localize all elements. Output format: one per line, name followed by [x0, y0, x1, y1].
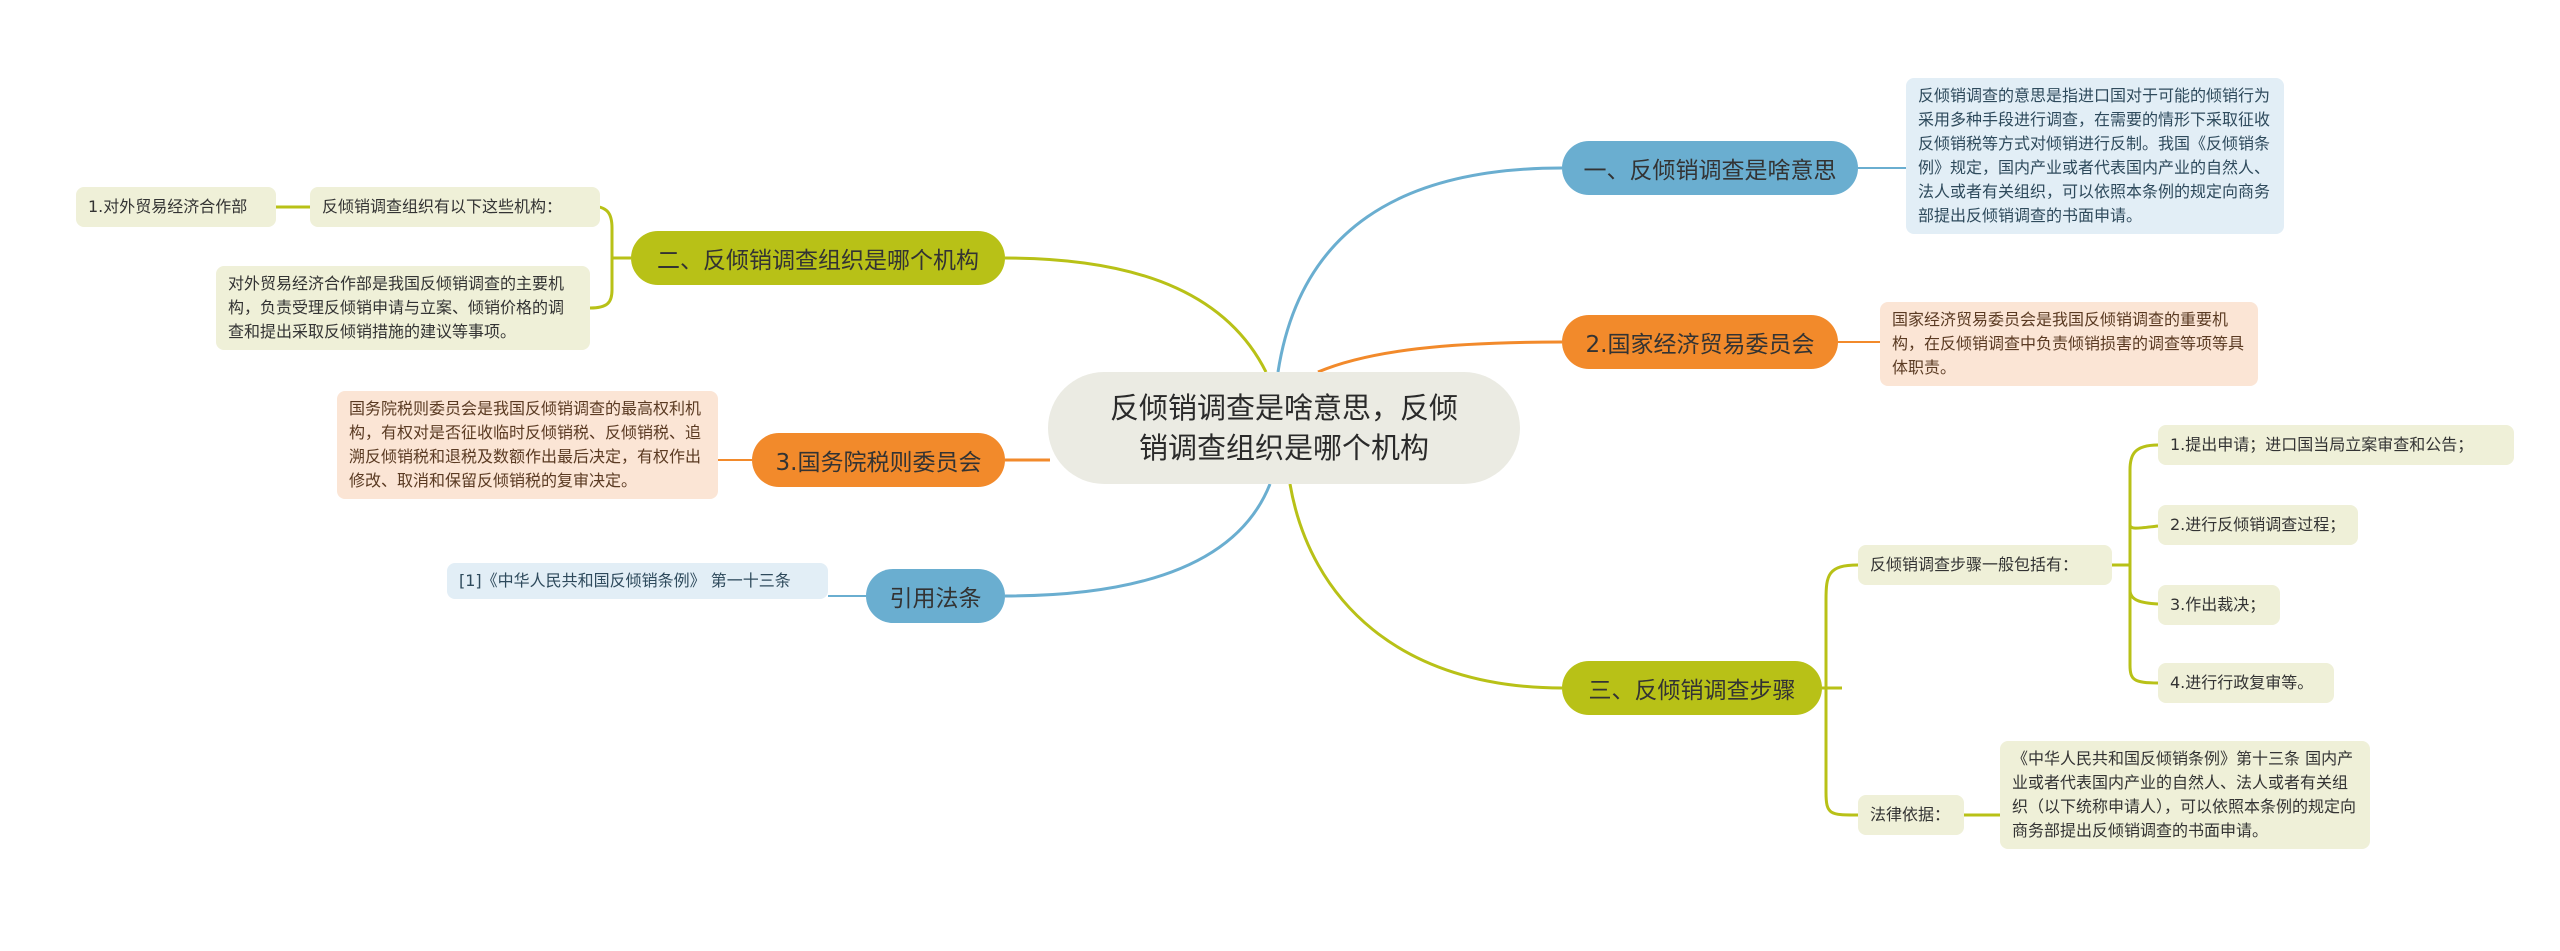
tariff-commission-detail-text: 国务院税则委员会是我国反倾销调查的最高权利机构，有权对是否征收临时反倾销税、反倾… [349, 399, 702, 490]
legal-basis-label[interactable]: 法律依据： [1858, 795, 1964, 835]
topic-investigation-steps-label: 三、反倾销调查步骤 [1588, 678, 1796, 704]
central-topic-text: 反倾销调查是啥意思，反倾销调查组织是哪个机构 [1109, 391, 1458, 465]
step-item[interactable]: 3.作出裁决； [2158, 585, 2280, 625]
cited-law-detail[interactable]: [1]《中华人民共和国反倾销条例》 第一十三条 [447, 563, 828, 599]
topic-meaning[interactable]: 一、反倾销调查是啥意思 [1562, 141, 1858, 195]
organizations-intro[interactable]: 反倾销调查组织有以下这些机构： [310, 187, 600, 227]
organizations-intro-text: 反倾销调查组织有以下这些机构： [322, 197, 563, 216]
topic-tariff-commission[interactable]: 3.国务院税则委员会 [752, 433, 1005, 487]
economic-trade-commission-detail-text: 国家经济贸易委员会是我国反倾销调查的重要机构，在反倾销调查中负责倾销损害的调查等… [1892, 310, 2245, 377]
topic-cited-law-label: 引用法条 [889, 586, 982, 612]
step-item-text: 2.进行反倾销调查过程； [2170, 515, 2346, 534]
step-item[interactable]: 4.进行行政复审等。 [2158, 663, 2334, 703]
org-foreign-trade-ministry-detail[interactable]: 对外贸易经济合作部是我国反倾销调查的主要机构，负责受理反倾销申请与立案、倾销价格… [216, 266, 590, 350]
steps-intro-text: 反倾销调查步骤一般包括有： [1870, 555, 2079, 574]
org-foreign-trade-ministry[interactable]: 1.对外贸易经济合作部 [76, 187, 276, 227]
topic-economic-trade-commission[interactable]: 2.国家经济贸易委员会 [1562, 315, 1838, 369]
economic-trade-commission-detail[interactable]: 国家经济贸易委员会是我国反倾销调查的重要机构，在反倾销调查中负责倾销损害的调查等… [1880, 302, 2258, 386]
org-foreign-trade-ministry-detail-text: 对外贸易经济合作部是我国反倾销调查的主要机构，负责受理反倾销申请与立案、倾销价格… [228, 274, 565, 341]
step-item[interactable]: 1.提出申请；进口国当局立案审查和公告； [2158, 425, 2514, 465]
tariff-commission-detail[interactable]: 国务院税则委员会是我国反倾销调查的最高权利机构，有权对是否征收临时反倾销税、反倾… [337, 391, 718, 499]
central-topic[interactable]: 反倾销调查是啥意思，反倾销调查组织是哪个机构 [1048, 372, 1520, 484]
meaning-detail[interactable]: 反倾销调查的意思是指进口国对于可能的倾销行为采用多种手段进行调查，在需要的情形下… [1906, 78, 2284, 234]
topic-tariff-commission-label: 3.国务院税则委员会 [775, 450, 982, 476]
step-item-text: 4.进行行政复审等。 [2170, 673, 2314, 692]
topic-economic-trade-commission-label: 2.国家经济贸易委员会 [1585, 332, 1815, 358]
topic-meaning-label: 一、反倾销调查是啥意思 [1583, 158, 1837, 184]
legal-basis-detail-text: 《中华人民共和国反倾销条例》第十三条 国内产业或者代表国内产业的自然人、法人或者… [2012, 749, 2357, 840]
org-foreign-trade-ministry-text: 1.对外贸易经济合作部 [88, 197, 248, 216]
step-item-text: 1.提出申请；进口国当局立案审查和公告； [2170, 435, 2474, 454]
legal-basis-label-text: 法律依据： [1870, 805, 1951, 824]
topic-investigation-steps[interactable]: 三、反倾销调查步骤 [1562, 661, 1822, 715]
topic-cited-law[interactable]: 引用法条 [866, 569, 1005, 623]
topic-investigation-organizations-label: 二、反倾销调查组织是哪个机构 [657, 248, 979, 274]
cited-law-detail-text: [1]《中华人民共和国反倾销条例》 第一十三条 [459, 571, 791, 590]
legal-basis-detail[interactable]: 《中华人民共和国反倾销条例》第十三条 国内产业或者代表国内产业的自然人、法人或者… [2000, 741, 2370, 849]
step-item-text: 3.作出裁决； [2170, 595, 2266, 614]
step-item[interactable]: 2.进行反倾销调查过程； [2158, 505, 2358, 545]
meaning-detail-text: 反倾销调查的意思是指进口国对于可能的倾销行为采用多种手段进行调查，在需要的情形下… [1918, 86, 2271, 225]
topic-investigation-organizations[interactable]: 二、反倾销调查组织是哪个机构 [631, 231, 1005, 285]
steps-intro[interactable]: 反倾销调查步骤一般包括有： [1858, 545, 2112, 585]
